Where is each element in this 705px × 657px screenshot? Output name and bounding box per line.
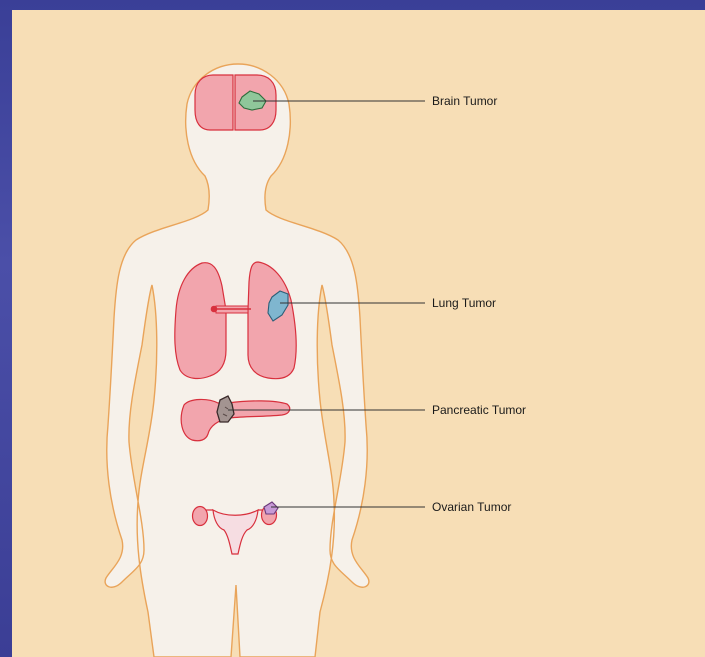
lung-tumor-label: Lung Tumor [432, 296, 496, 310]
brain-left-hemisphere [195, 75, 233, 130]
ovarian-tumor-label: Ovarian Tumor [432, 500, 511, 514]
brain-tumor-label: Brain Tumor [432, 94, 497, 108]
body-silhouette [105, 64, 369, 657]
bronchus-node [211, 306, 218, 313]
left-ovary [193, 507, 208, 526]
pancreatic-tumor-label: Pancreatic Tumor [432, 403, 526, 417]
